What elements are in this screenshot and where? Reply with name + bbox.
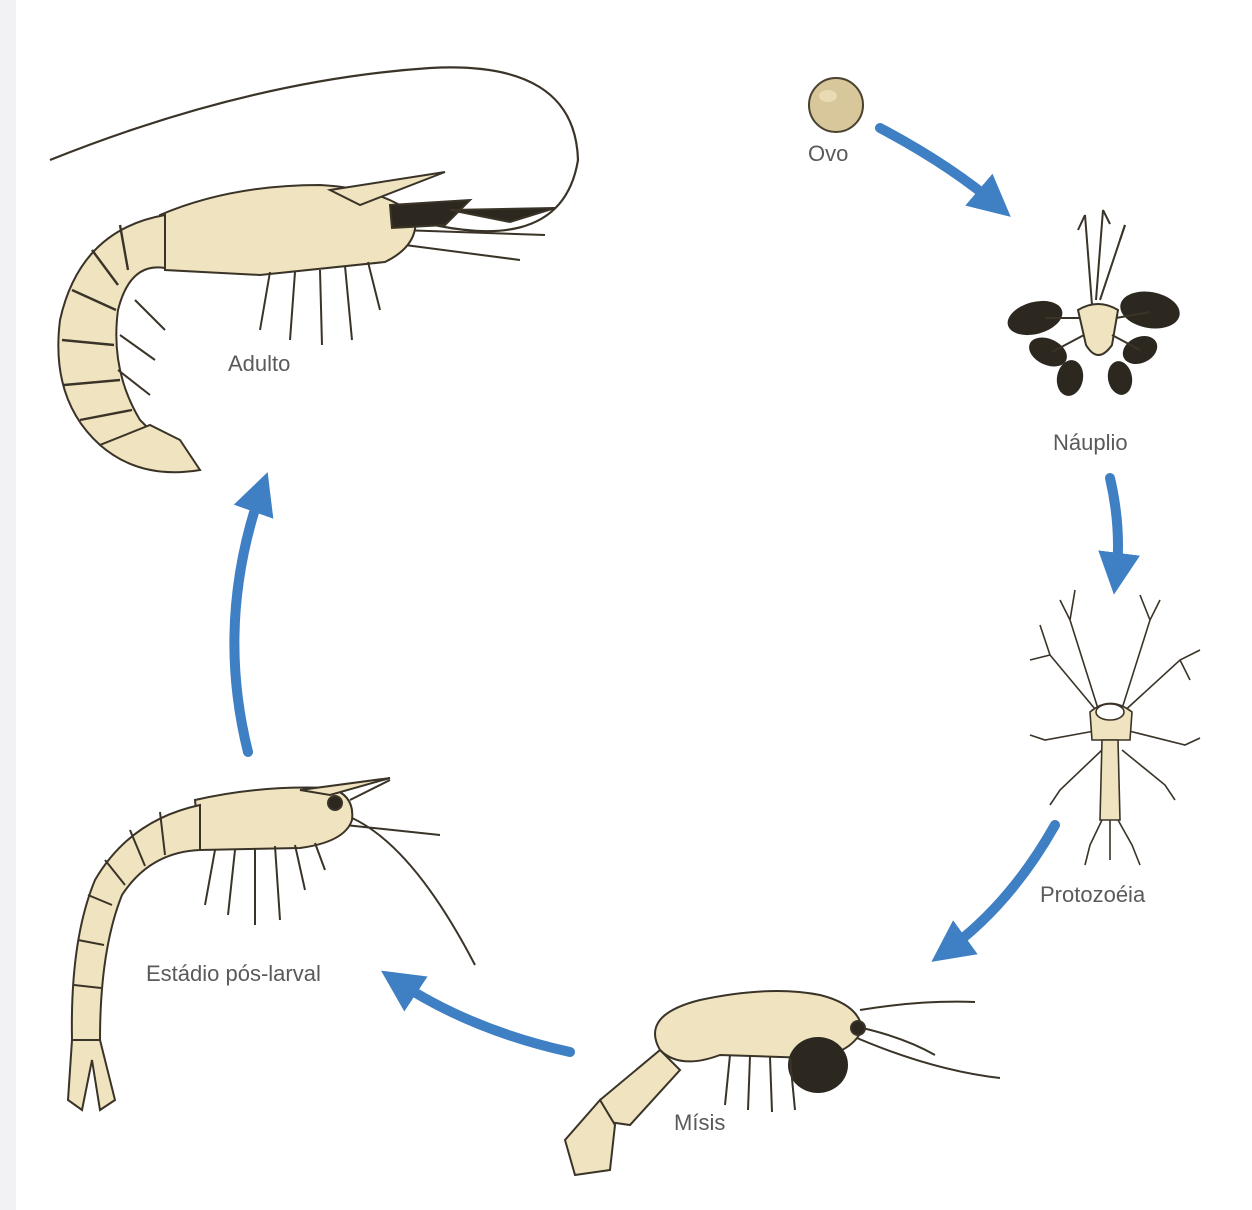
label-nauplio: Náuplio: [1053, 432, 1128, 454]
label-pos-larval: Estádio pós-larval: [146, 963, 321, 985]
arrow-protozoeia-to-misis: [945, 825, 1055, 952]
adult-shrimp-illustration: [50, 67, 578, 472]
cycle-arrows: [234, 128, 1118, 1052]
postlarva-illustration: [68, 778, 475, 1110]
label-ovo: Ovo: [808, 143, 848, 165]
page-edge: [0, 0, 16, 1210]
label-misis: Mísis: [674, 1112, 725, 1134]
mysis-illustration: [565, 991, 1000, 1175]
arrow-misis-to-poslarval: [395, 980, 570, 1052]
arrow-ovo-to-nauplio: [880, 128, 998, 206]
label-adulto: Adulto: [228, 353, 290, 375]
label-protozoeia: Protozoéia: [1040, 884, 1145, 906]
arrow-poslarval-to-adulto: [234, 488, 262, 752]
egg-illustration: [809, 78, 863, 132]
arrow-nauplio-to-protozoeia: [1110, 478, 1118, 578]
nauplius-illustration: [1004, 210, 1183, 398]
